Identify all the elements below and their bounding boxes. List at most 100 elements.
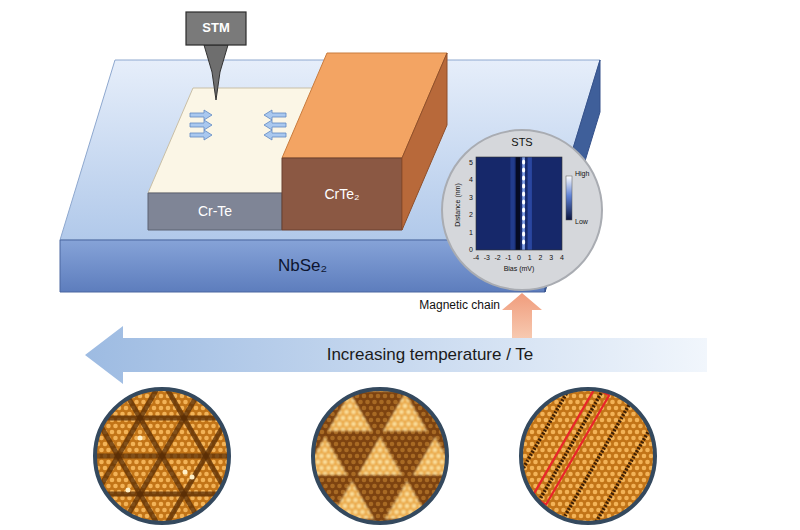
image-frame [313,389,447,523]
color-bar [566,176,572,220]
spin-arrows [190,110,286,140]
triangle-island [385,481,429,519]
domain-network [60,349,264,530]
heatmap-stripe [528,157,532,250]
heatmap-ground [476,157,562,250]
adatom [183,470,188,475]
plot-frame [476,157,562,250]
spin-arrow [264,110,286,120]
triangle-island [330,481,374,519]
bound-state-dot [522,232,525,237]
domain-wall [111,368,213,530]
atomic-lattice [521,389,655,523]
heatmap-gap [516,157,520,250]
node-label: Cr-Te [198,203,232,219]
domain-wall [144,349,246,526]
bound-state-dot [522,192,525,197]
node-label: Increasing temperature / Te [327,345,534,365]
adatoms [126,436,195,493]
adatom [138,436,143,441]
colorbar-label: High [575,170,589,178]
sts-heatmap [476,157,572,250]
trend-arrow-shape [85,326,707,384]
triangle-island [383,393,427,431]
highlight-box [532,387,609,504]
tick-label: 0 [517,254,521,262]
bound-state-dot [522,160,525,165]
stm-probe: STM [186,12,246,45]
annotation-label: Magnetic chain [419,299,500,313]
block-front-face [148,193,282,230]
domain-wall [60,416,264,421]
image-frame [521,389,655,523]
triangle-island [413,437,457,475]
bound-state-dot [522,176,525,181]
film-block: CrTe₂ [282,53,447,230]
block-side-face [402,53,447,230]
heatmap-stripe [510,157,514,250]
tick-label: 3 [549,254,553,262]
spectrum-disc [442,130,602,290]
up-arrow [502,293,542,338]
tick-label: 4 [469,176,473,184]
stm-image [303,353,457,523]
tick-label: -2 [494,254,500,262]
tick-label: 2 [539,254,543,262]
node-label: STS [511,136,532,149]
adatom [190,475,195,480]
tick-label: 4 [560,254,564,262]
colorbar-label: Low [575,218,588,226]
bound-state-dots [522,160,525,245]
magnetic-chain [553,385,641,530]
tick-label: 2 [469,211,473,219]
triangle-island [303,437,347,475]
tick-label: -4 [473,254,479,262]
tick-label: -3 [484,254,490,262]
tick-label: 5 [469,158,473,166]
chain-lines [501,355,667,530]
atomic-lattice [313,389,447,523]
magnetic-chain [527,370,615,522]
spin-arrow [190,130,212,140]
trend-arrow: Increasing temperature / Te [85,326,707,384]
bound-state-dot [522,200,525,205]
domain-wall [60,492,264,497]
bound-state-dot [522,168,525,173]
triangle-island [356,353,400,391]
bound-state-dot [522,224,525,229]
tick-label: 1 [469,228,473,236]
bound-state-dot [522,240,525,245]
image-frame [95,389,229,523]
axis-title: Distance (nm) [454,183,462,227]
bound-state-dot [522,216,525,221]
domain-wall [60,454,264,459]
axis-title: Bias (mV) [504,265,535,273]
block-front-face [282,158,402,230]
spin-arrow [190,120,212,130]
stm-head [186,12,246,45]
magnetic-chain [579,400,667,530]
domain-wall [111,368,213,530]
domain-wall [78,349,180,526]
domain-wall [78,387,180,530]
magnetic-chain [501,355,589,507]
triangle-island [328,393,372,431]
bound-state-dot [522,208,525,213]
tick-label: 3 [469,193,473,201]
stm-image [60,349,264,530]
domain-wall [144,387,246,530]
triangle-island [358,437,402,475]
spin-arrow [190,110,212,120]
tick-label: 0 [469,246,473,254]
bound-state-dot [522,184,525,189]
triangular-islands [303,353,457,519]
node-label: CrTe₂ [325,186,360,202]
node-label: STM [202,21,229,36]
spin-arrow [264,130,286,140]
heatmap-peak [522,157,525,250]
adatom [126,488,131,493]
spin-arrow [264,120,286,130]
atomic-lattice [95,389,229,523]
